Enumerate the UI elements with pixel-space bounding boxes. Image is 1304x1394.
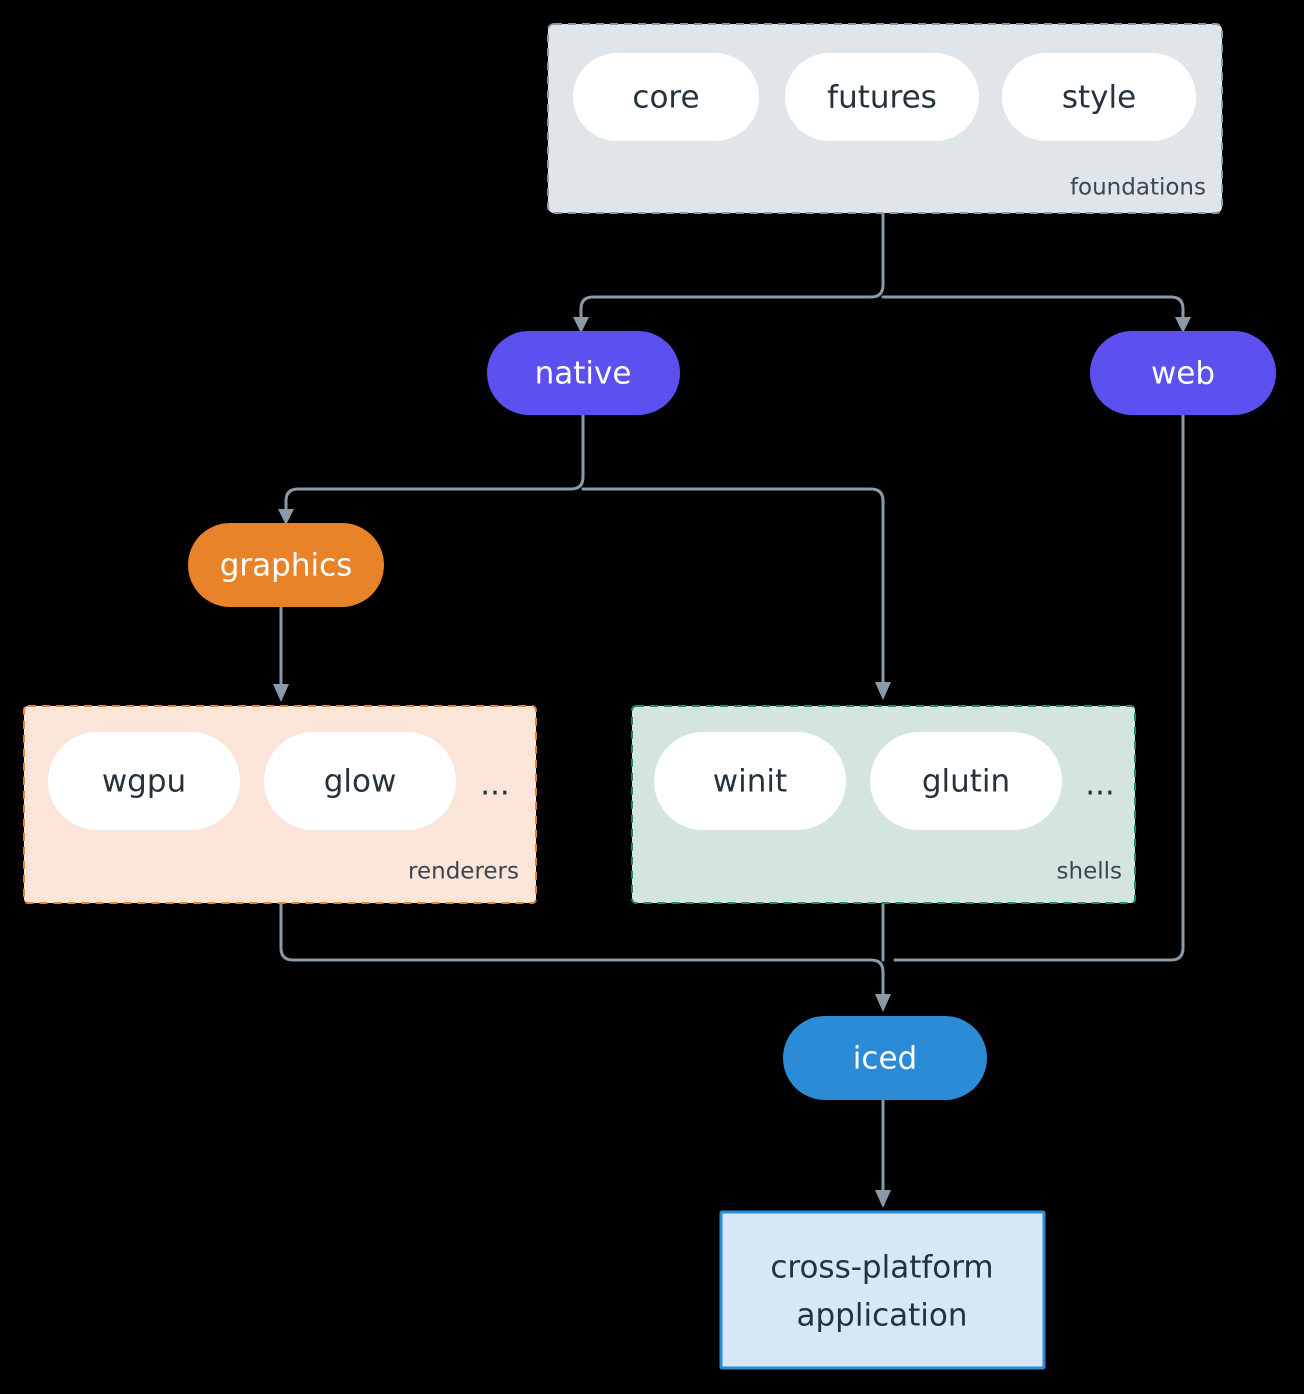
edge-web-to-iced — [893, 413, 1185, 962]
node-web[interactable]: web — [1090, 331, 1276, 415]
leaf-glow-pill[interactable] — [264, 732, 456, 830]
node-graphics[interactable]: graphics — [188, 523, 384, 607]
cluster-shells: winit glutin ... shells — [631, 705, 1136, 904]
renderers-ellipsis: ... — [480, 767, 510, 803]
leaf-core-pill[interactable] — [573, 53, 759, 141]
node-cross-platform-application[interactable]: cross-platform application — [719, 1210, 1046, 1370]
leaf-glutin-label: glutin — [922, 764, 1010, 800]
node-native[interactable]: native — [487, 331, 680, 415]
leaf-core-label: core — [632, 80, 699, 116]
node-iced[interactable]: iced — [783, 1016, 987, 1100]
node-app-label-line1: cross-platform — [770, 1250, 993, 1286]
leaf-glow-label: glow — [324, 764, 397, 800]
node-graphics-shape[interactable] — [188, 523, 384, 607]
node-app-shape[interactable] — [719, 1210, 1046, 1370]
arrow-native-to-graphics — [278, 509, 294, 525]
leaf-wgpu-pill[interactable] — [48, 732, 240, 830]
edge-foundations-split — [579, 211, 885, 324]
leaf-style-pill[interactable] — [1002, 53, 1196, 141]
leaf-winit-pill[interactable] — [654, 732, 846, 830]
leaf-style-label: style — [1062, 80, 1136, 116]
node-web-shape[interactable] — [1090, 331, 1276, 415]
leaf-glutin-pill[interactable] — [870, 732, 1062, 830]
node-app-label-line2: application — [797, 1298, 968, 1334]
cluster-renderers-label: renderers — [408, 859, 519, 885]
cluster-foundations: core futures style foundations — [547, 23, 1223, 214]
arrow-graphics-to-renderers — [273, 684, 289, 702]
arrow-foundations-to-web — [1175, 317, 1191, 333]
cluster-foundations-label: foundations — [1070, 175, 1206, 201]
leaf-futures-label: futures — [827, 80, 937, 116]
shells-ellipsis: ... — [1085, 767, 1115, 803]
edge-renderers-to-iced — [279, 901, 885, 1002]
node-iced-shape[interactable] — [783, 1016, 987, 1100]
node-web-label: web — [1151, 356, 1215, 392]
arrow-into-iced — [875, 994, 891, 1012]
edge-layer — [273, 211, 1191, 1208]
edge-native-split — [284, 413, 585, 516]
leaf-futures-pill[interactable] — [785, 53, 979, 141]
arrow-foundations-to-native — [573, 317, 589, 333]
node-native-shape[interactable] — [487, 331, 680, 415]
edge-foundations-to-web — [881, 295, 1185, 324]
arrow-native-to-shells — [875, 682, 891, 700]
leaf-wgpu-label: wgpu — [102, 764, 186, 800]
node-iced-label: iced — [853, 1041, 917, 1077]
leaf-winit-label: winit — [713, 764, 787, 800]
arrow-iced-to-app — [875, 1190, 891, 1208]
cluster-renderers: wgpu glow ... renderers — [23, 705, 537, 904]
edge-native-to-shells — [581, 487, 885, 688]
node-graphics-label: graphics — [220, 548, 353, 584]
node-native-label: native — [535, 356, 632, 392]
cluster-shells-label: shells — [1057, 859, 1122, 885]
